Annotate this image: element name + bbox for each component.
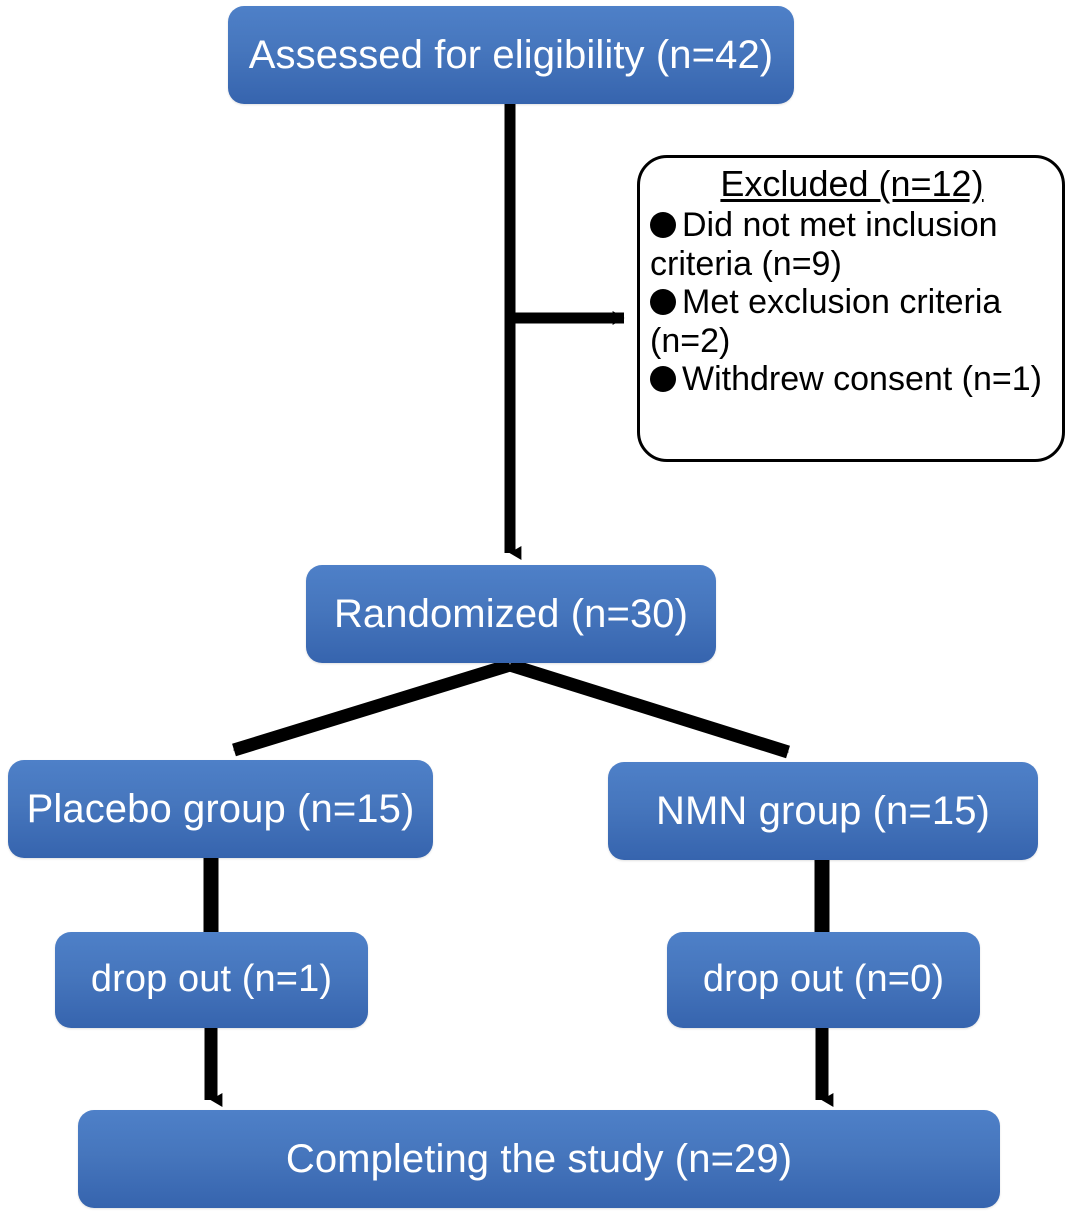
node-assessed-label: Assessed for eligibility (n=42) xyxy=(248,33,774,77)
excluded-item: Withdrew consent (n=1) xyxy=(650,360,1054,398)
excluded-title: Excluded (n=12) xyxy=(720,163,984,204)
excluded-item-label: Met exclusion criteria (n=2) xyxy=(650,283,1002,360)
node-excluded[interactable]: Excluded (n=12) Did not met inclusion cr… xyxy=(637,155,1065,462)
connector-randomized-to-placebo xyxy=(232,658,512,757)
excluded-list: Did not met inclusion criteria (n=9) Met… xyxy=(650,206,1054,398)
connector-randomized-to-nmn xyxy=(508,658,790,759)
node-completing-label: Completing the study (n=29) xyxy=(285,1137,793,1181)
node-randomized[interactable]: Randomized (n=30) xyxy=(306,565,716,663)
node-assessed-for-eligibility[interactable]: Assessed for eligibility (n=42) xyxy=(228,6,794,104)
node-randomized-label: Randomized (n=30) xyxy=(333,592,689,636)
node-nmn-group[interactable]: NMN group (n=15) xyxy=(608,762,1038,860)
excluded-item: Did not met inclusion criteria (n=9) xyxy=(650,206,1054,283)
excluded-item: Met exclusion criteria (n=2) xyxy=(650,283,1054,360)
bullet-icon xyxy=(650,365,676,392)
bullet-icon xyxy=(650,289,676,316)
node-nmn-label: NMN group (n=15) xyxy=(656,789,990,833)
node-placebo-group[interactable]: Placebo group (n=15) xyxy=(8,760,433,858)
node-dropout-placebo-label: drop out (n=1) xyxy=(90,958,333,1001)
node-dropout-nmn-label: drop out (n=0) xyxy=(702,958,945,1001)
bullet-icon xyxy=(650,212,676,239)
node-dropout-nmn[interactable]: drop out (n=0) xyxy=(667,932,980,1028)
excluded-item-label: Withdrew consent (n=1) xyxy=(682,359,1042,398)
node-dropout-placebo[interactable]: drop out (n=1) xyxy=(55,932,368,1028)
node-completing-the-study[interactable]: Completing the study (n=29) xyxy=(78,1110,1000,1208)
node-placebo-label: Placebo group (n=15) xyxy=(26,787,415,831)
excluded-item-label: Did not met inclusion criteria (n=9) xyxy=(650,206,998,283)
